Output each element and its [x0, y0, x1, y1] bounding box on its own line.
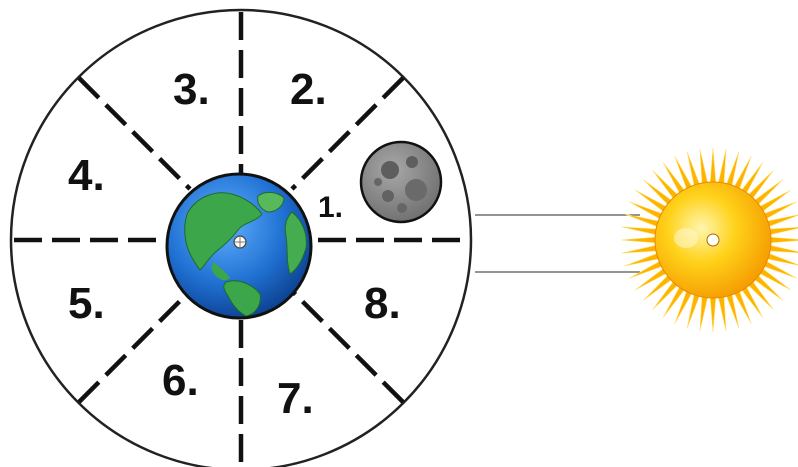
sun-ray: [622, 245, 659, 253]
section-label-2: 2.: [290, 65, 327, 114]
sun-ray: [768, 237, 798, 243]
sun-ray: [621, 237, 658, 243]
moon-icon: [361, 142, 441, 222]
sun-ray: [710, 148, 716, 185]
section-label-6: 6.: [162, 356, 199, 405]
sun-ray: [718, 149, 726, 186]
sun-ray: [622, 227, 659, 235]
sun-ray: [767, 227, 798, 235]
section-label-3: 3.: [173, 65, 210, 114]
sun-ray: [700, 149, 708, 186]
sun-ray: [700, 294, 708, 331]
section-label-7: 7.: [277, 374, 314, 423]
sun-ray: [710, 295, 716, 332]
sun-ray: [718, 294, 726, 331]
section-label-4: 4.: [68, 151, 105, 200]
section-label-5: 5.: [68, 279, 105, 328]
sun-ray: [767, 245, 798, 253]
earth-icon: [167, 174, 311, 318]
sun-icon: [621, 148, 798, 332]
section-label-8: 8.: [364, 279, 401, 328]
section-label-1: 1.: [318, 191, 343, 224]
